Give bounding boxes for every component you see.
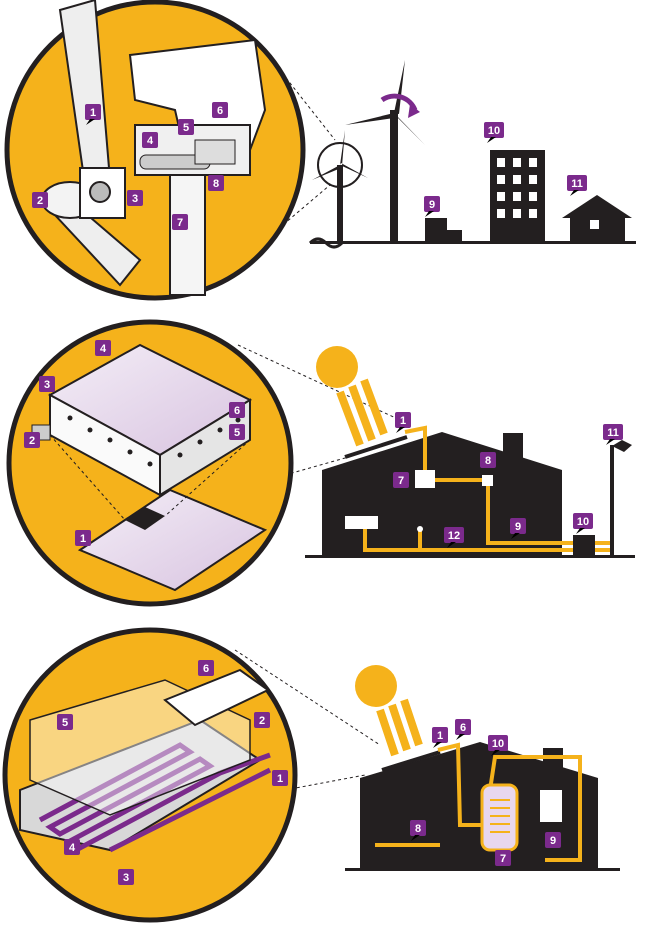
svg-text:6: 6: [234, 405, 240, 417]
wind-labels: 1 2 3 4 5 6 7 8 9 10 11: [32, 102, 587, 230]
pv-module: [77, 488, 268, 592]
svg-text:11: 11: [607, 427, 619, 439]
label-badge: 4: [64, 839, 80, 855]
svg-text:1: 1: [277, 773, 283, 785]
label-badge: 7: [172, 214, 188, 230]
box-9: [425, 218, 447, 243]
svg-text:3: 3: [132, 193, 138, 205]
label-badge: 1: [272, 770, 288, 786]
label-badge: 2: [254, 712, 270, 728]
turbine-closeup: [41, 0, 267, 296]
label-badge: 8: [410, 820, 426, 841]
label-badge: 8: [208, 175, 224, 191]
svg-text:1: 1: [90, 107, 96, 119]
hot-water-tank: [480, 783, 519, 852]
label-badge: 5: [57, 714, 73, 730]
label-badge: 1: [85, 104, 101, 125]
svg-text:10: 10: [492, 738, 504, 750]
sun-icon: [316, 346, 358, 388]
label-badge: 1: [395, 412, 411, 433]
svg-text:4: 4: [69, 842, 76, 854]
solar-pv-labels: 1 2 3 4 5 6 1 7 8 9 10 11 12: [24, 340, 623, 548]
sun-icon: [355, 665, 397, 707]
label-badge: 7: [393, 472, 409, 488]
svg-text:1: 1: [437, 730, 443, 742]
label-badge: 3: [118, 869, 134, 885]
label-badge: 6: [198, 660, 214, 676]
solar-thermal-panel: [2, 627, 620, 923]
svg-text:3: 3: [123, 872, 129, 884]
svg-text:2: 2: [29, 435, 35, 447]
label-badge: 8: [480, 452, 496, 468]
label-badge: 10: [573, 513, 593, 534]
label-badge: 1: [75, 530, 91, 546]
label-badge: 3: [127, 190, 143, 206]
svg-text:9: 9: [429, 199, 435, 211]
svg-text:8: 8: [213, 178, 219, 190]
label-badge: 4: [142, 132, 158, 148]
svg-text:8: 8: [415, 823, 421, 835]
svg-text:5: 5: [234, 427, 240, 439]
svg-text:5: 5: [183, 122, 189, 134]
label-badge: 6: [212, 102, 228, 118]
label-badge: 9: [424, 196, 440, 217]
svg-text:7: 7: [398, 475, 404, 487]
thermal-house: [345, 665, 620, 871]
svg-text:5: 5: [62, 717, 68, 729]
label-badge: 10: [488, 735, 508, 756]
svg-text:7: 7: [500, 853, 506, 865]
svg-text:1: 1: [80, 533, 86, 545]
small-house: [562, 195, 632, 243]
svg-text:9: 9: [550, 835, 556, 847]
solar-thermal-labels: 1 2 3 4 5 6 1 6 7 8 9 10: [57, 660, 561, 885]
label-badge: 5: [229, 424, 245, 440]
label-badge: 10: [484, 122, 504, 143]
svg-text:1: 1: [400, 415, 406, 427]
label-badge: 1: [432, 727, 448, 748]
label-badge: 5: [178, 119, 194, 135]
solar-pv-panel: [6, 319, 635, 607]
svg-text:6: 6: [203, 663, 209, 675]
svg-text:8: 8: [485, 455, 491, 467]
svg-text:10: 10: [488, 125, 500, 137]
svg-text:2: 2: [37, 195, 43, 207]
svg-text:3: 3: [44, 379, 50, 391]
label-badge: 3: [39, 376, 55, 392]
label-badge: 6: [229, 402, 245, 418]
svg-text:4: 4: [100, 343, 107, 355]
svg-text:2: 2: [259, 715, 265, 727]
svg-text:9: 9: [515, 521, 521, 533]
wind-landscape: [308, 60, 636, 249]
svg-text:6: 6: [460, 722, 466, 734]
label-badge: 9: [545, 832, 561, 848]
label-badge: 12: [444, 527, 464, 548]
svg-text:4: 4: [147, 135, 154, 147]
label-badge: 7: [495, 850, 511, 866]
svg-text:7: 7: [177, 217, 183, 229]
rotation-arrow-icon: [380, 93, 418, 112]
svg-text:10: 10: [577, 516, 589, 528]
street-lamp: [610, 445, 614, 557]
label-badge: 2: [24, 432, 40, 448]
label-badge: 4: [95, 340, 111, 356]
svg-text:11: 11: [571, 178, 583, 190]
svg-text:6: 6: [217, 105, 223, 117]
label-badge: 6: [455, 719, 471, 740]
pv-house: [305, 346, 635, 558]
label-badge: 9: [510, 518, 526, 539]
label-badge: 11: [567, 175, 587, 196]
label-badge: 11: [603, 424, 623, 445]
svg-text:12: 12: [448, 530, 460, 542]
wind-panel: [4, 0, 636, 301]
label-badge: 2: [32, 192, 48, 208]
